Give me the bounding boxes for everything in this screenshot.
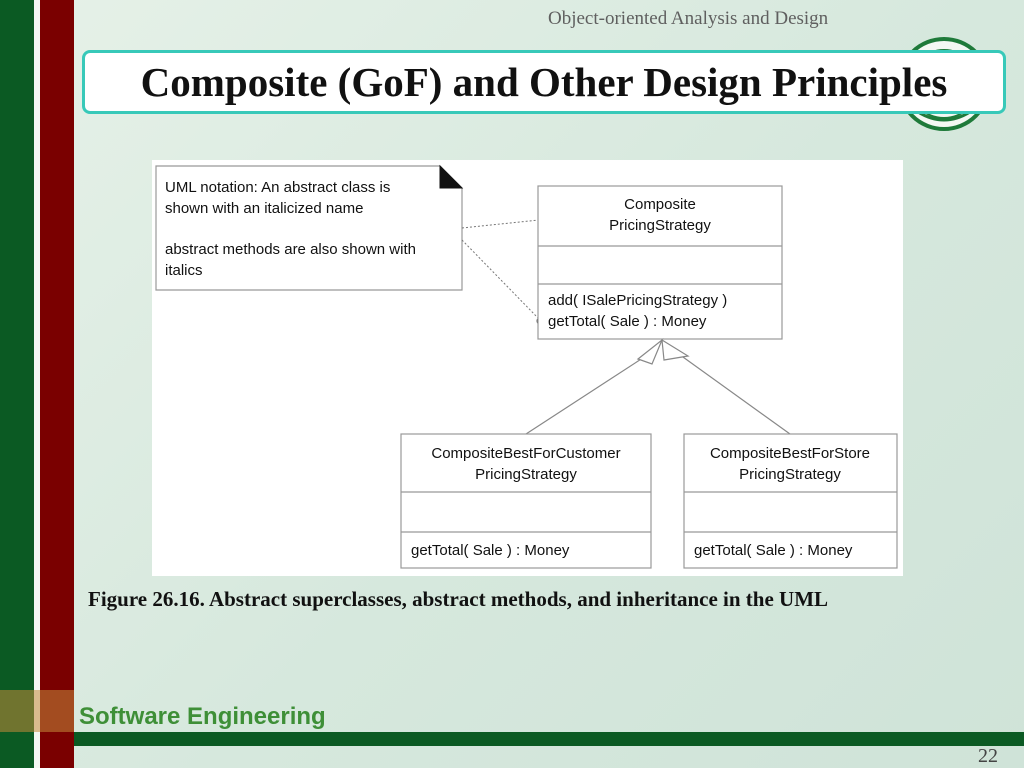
note-line-1: UML notation: An abstract class is xyxy=(165,179,390,196)
page-number: 22 xyxy=(978,745,998,767)
note-line-4: italics xyxy=(165,262,203,279)
subclass1-name-line-1: CompositeBestForCustomer xyxy=(431,445,620,462)
superclass-name-line-2: PricingStrategy xyxy=(609,217,711,234)
uml-diagram: UML notation: An abstract class is shown… xyxy=(152,160,903,576)
left-green-bar xyxy=(0,0,34,768)
note-connector-method xyxy=(461,239,539,319)
uml-diagram-canvas: UML notation: An abstract class is shown… xyxy=(155,164,898,569)
subclass2-name-line-1: CompositeBestForStore xyxy=(710,445,870,462)
subclass2-name-line-2: PricingStrategy xyxy=(739,466,841,483)
footer-red-segment xyxy=(40,732,74,746)
uml-class-best-for-customer: CompositeBestForCustomer PricingStrategy… xyxy=(400,433,652,569)
subclass1-name-line-2: PricingStrategy xyxy=(475,466,577,483)
superclass-method-2: getTotal( Sale ) : Money xyxy=(548,313,707,330)
subclass1-method-1: getTotal( Sale ) : Money xyxy=(411,542,570,559)
note-line-2: shown with an italicized name xyxy=(165,200,363,217)
superclass-name-line-1: Composite xyxy=(624,196,696,213)
left-red-bar xyxy=(40,0,74,768)
inheritance-arrows xyxy=(525,338,791,435)
slide-title-box: Composite (GoF) and Other Design Princip… xyxy=(82,50,1006,114)
figure-caption: Figure 26.16. Abstract superclasses, abs… xyxy=(88,587,829,611)
footer-green-line xyxy=(74,732,1024,746)
uml-note: UML notation: An abstract class is shown… xyxy=(155,164,464,291)
superclass-method-1: add( ISalePricingStrategy ) xyxy=(548,292,727,309)
left-separator-bar xyxy=(34,0,40,768)
subclass2-method-1: getTotal( Sale ) : Money xyxy=(694,542,853,559)
footer-accent-block xyxy=(0,690,74,732)
slide-title: Composite (GoF) and Other Design Princip… xyxy=(140,59,948,105)
footer-title: Software Engineering xyxy=(79,703,326,730)
uml-class-composite-pricing-strategy: Composite PricingStrategy add( ISalePric… xyxy=(537,185,783,340)
note-line-3: abstract methods are also shown with xyxy=(165,241,416,258)
course-title: Object-oriented Analysis and Design xyxy=(548,8,829,29)
uml-class-best-for-store: CompositeBestForStore PricingStrategy ge… xyxy=(683,433,898,569)
